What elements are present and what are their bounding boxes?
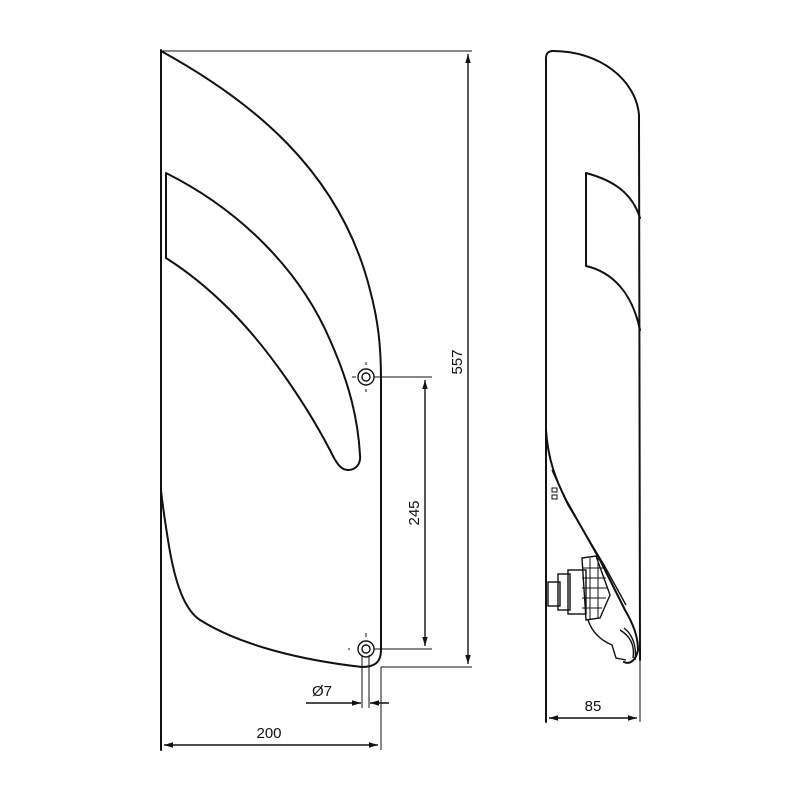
side-mount-mechanism [547, 555, 637, 661]
bottom-mounting-hole [348, 633, 375, 658]
top-mounting-hole [352, 362, 375, 392]
side-view [545, 50, 641, 723]
dim-label-height-total: 557 [449, 349, 466, 374]
front-body-outline [160, 50, 382, 668]
side-body-outline [545, 50, 641, 723]
side-window-outline [585, 172, 641, 331]
dim-label-width: 200 [256, 725, 281, 742]
front-window-outline [165, 172, 362, 471]
side-front-profile-inner [551, 469, 627, 606]
front-view [160, 49, 382, 751]
side-dimensions: 85 [545, 660, 641, 722]
side-bracket-marks [551, 487, 558, 500]
dim-label-depth: 85 [585, 698, 602, 715]
front-dimensions: 557 245 Ø7 200 [161, 50, 472, 750]
side-front-profile [545, 429, 639, 664]
dim-label-hole-diameter: Ø7 [312, 683, 332, 700]
dim-label-hole-spacing: 245 [406, 500, 423, 525]
